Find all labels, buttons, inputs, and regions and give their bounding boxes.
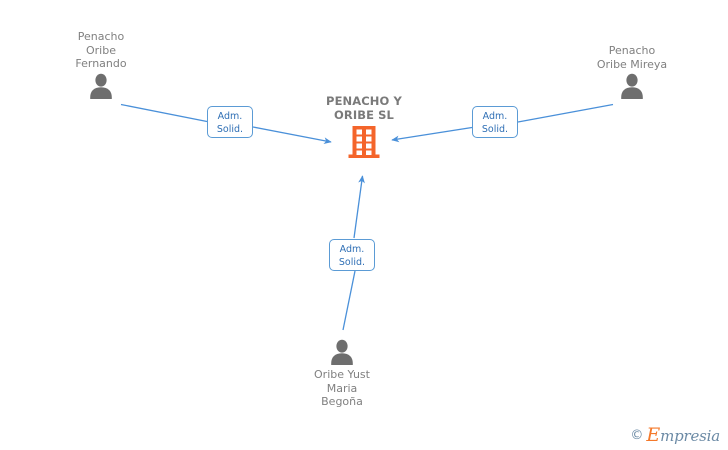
person-icon — [331, 339, 353, 365]
person-icon — [90, 73, 112, 99]
edge-bottom-person-to-box — [342, 270, 356, 331]
brand-logo: Empresia — [646, 426, 720, 445]
brand-initial: E — [646, 424, 661, 446]
relation-label-bottom[interactable]: Adm. Solid. — [329, 239, 375, 271]
edge-right-person-to-box — [517, 103, 614, 123]
person-name-label: Penacho Oribe Fernando — [75, 30, 127, 70]
edge-left-person-to-box — [120, 103, 208, 123]
person-name-label: Penacho Oribe Mireya — [596, 44, 668, 71]
relation-label-left[interactable]: Adm. Solid. — [207, 106, 253, 138]
person-icon — [621, 73, 643, 99]
building-icon — [348, 126, 380, 158]
person-node-oribe-yust-maria-begona[interactable]: Oribe Yust Maria Begoña — [267, 337, 417, 409]
edge-bottom-box-to-company — [353, 175, 365, 239]
company-node[interactable]: PENACHO Y ORIBE SL — [279, 94, 449, 159]
brand-rest: mpresia — [660, 427, 720, 445]
copyright-icon: © — [630, 428, 644, 443]
person-name-label: Oribe Yust Maria Begoña — [314, 368, 370, 408]
company-name-label: PENACHO Y ORIBE SL — [326, 94, 402, 122]
empresia-watermark: © Empresia — [630, 426, 720, 445]
person-node-penacho-oribe-fernando[interactable]: Penacho Oribe Fernando — [26, 30, 176, 99]
relation-label-right[interactable]: Adm. Solid. — [472, 106, 518, 138]
person-node-penacho-oribe-mireya[interactable]: Penacho Oribe Mireya — [557, 44, 707, 99]
